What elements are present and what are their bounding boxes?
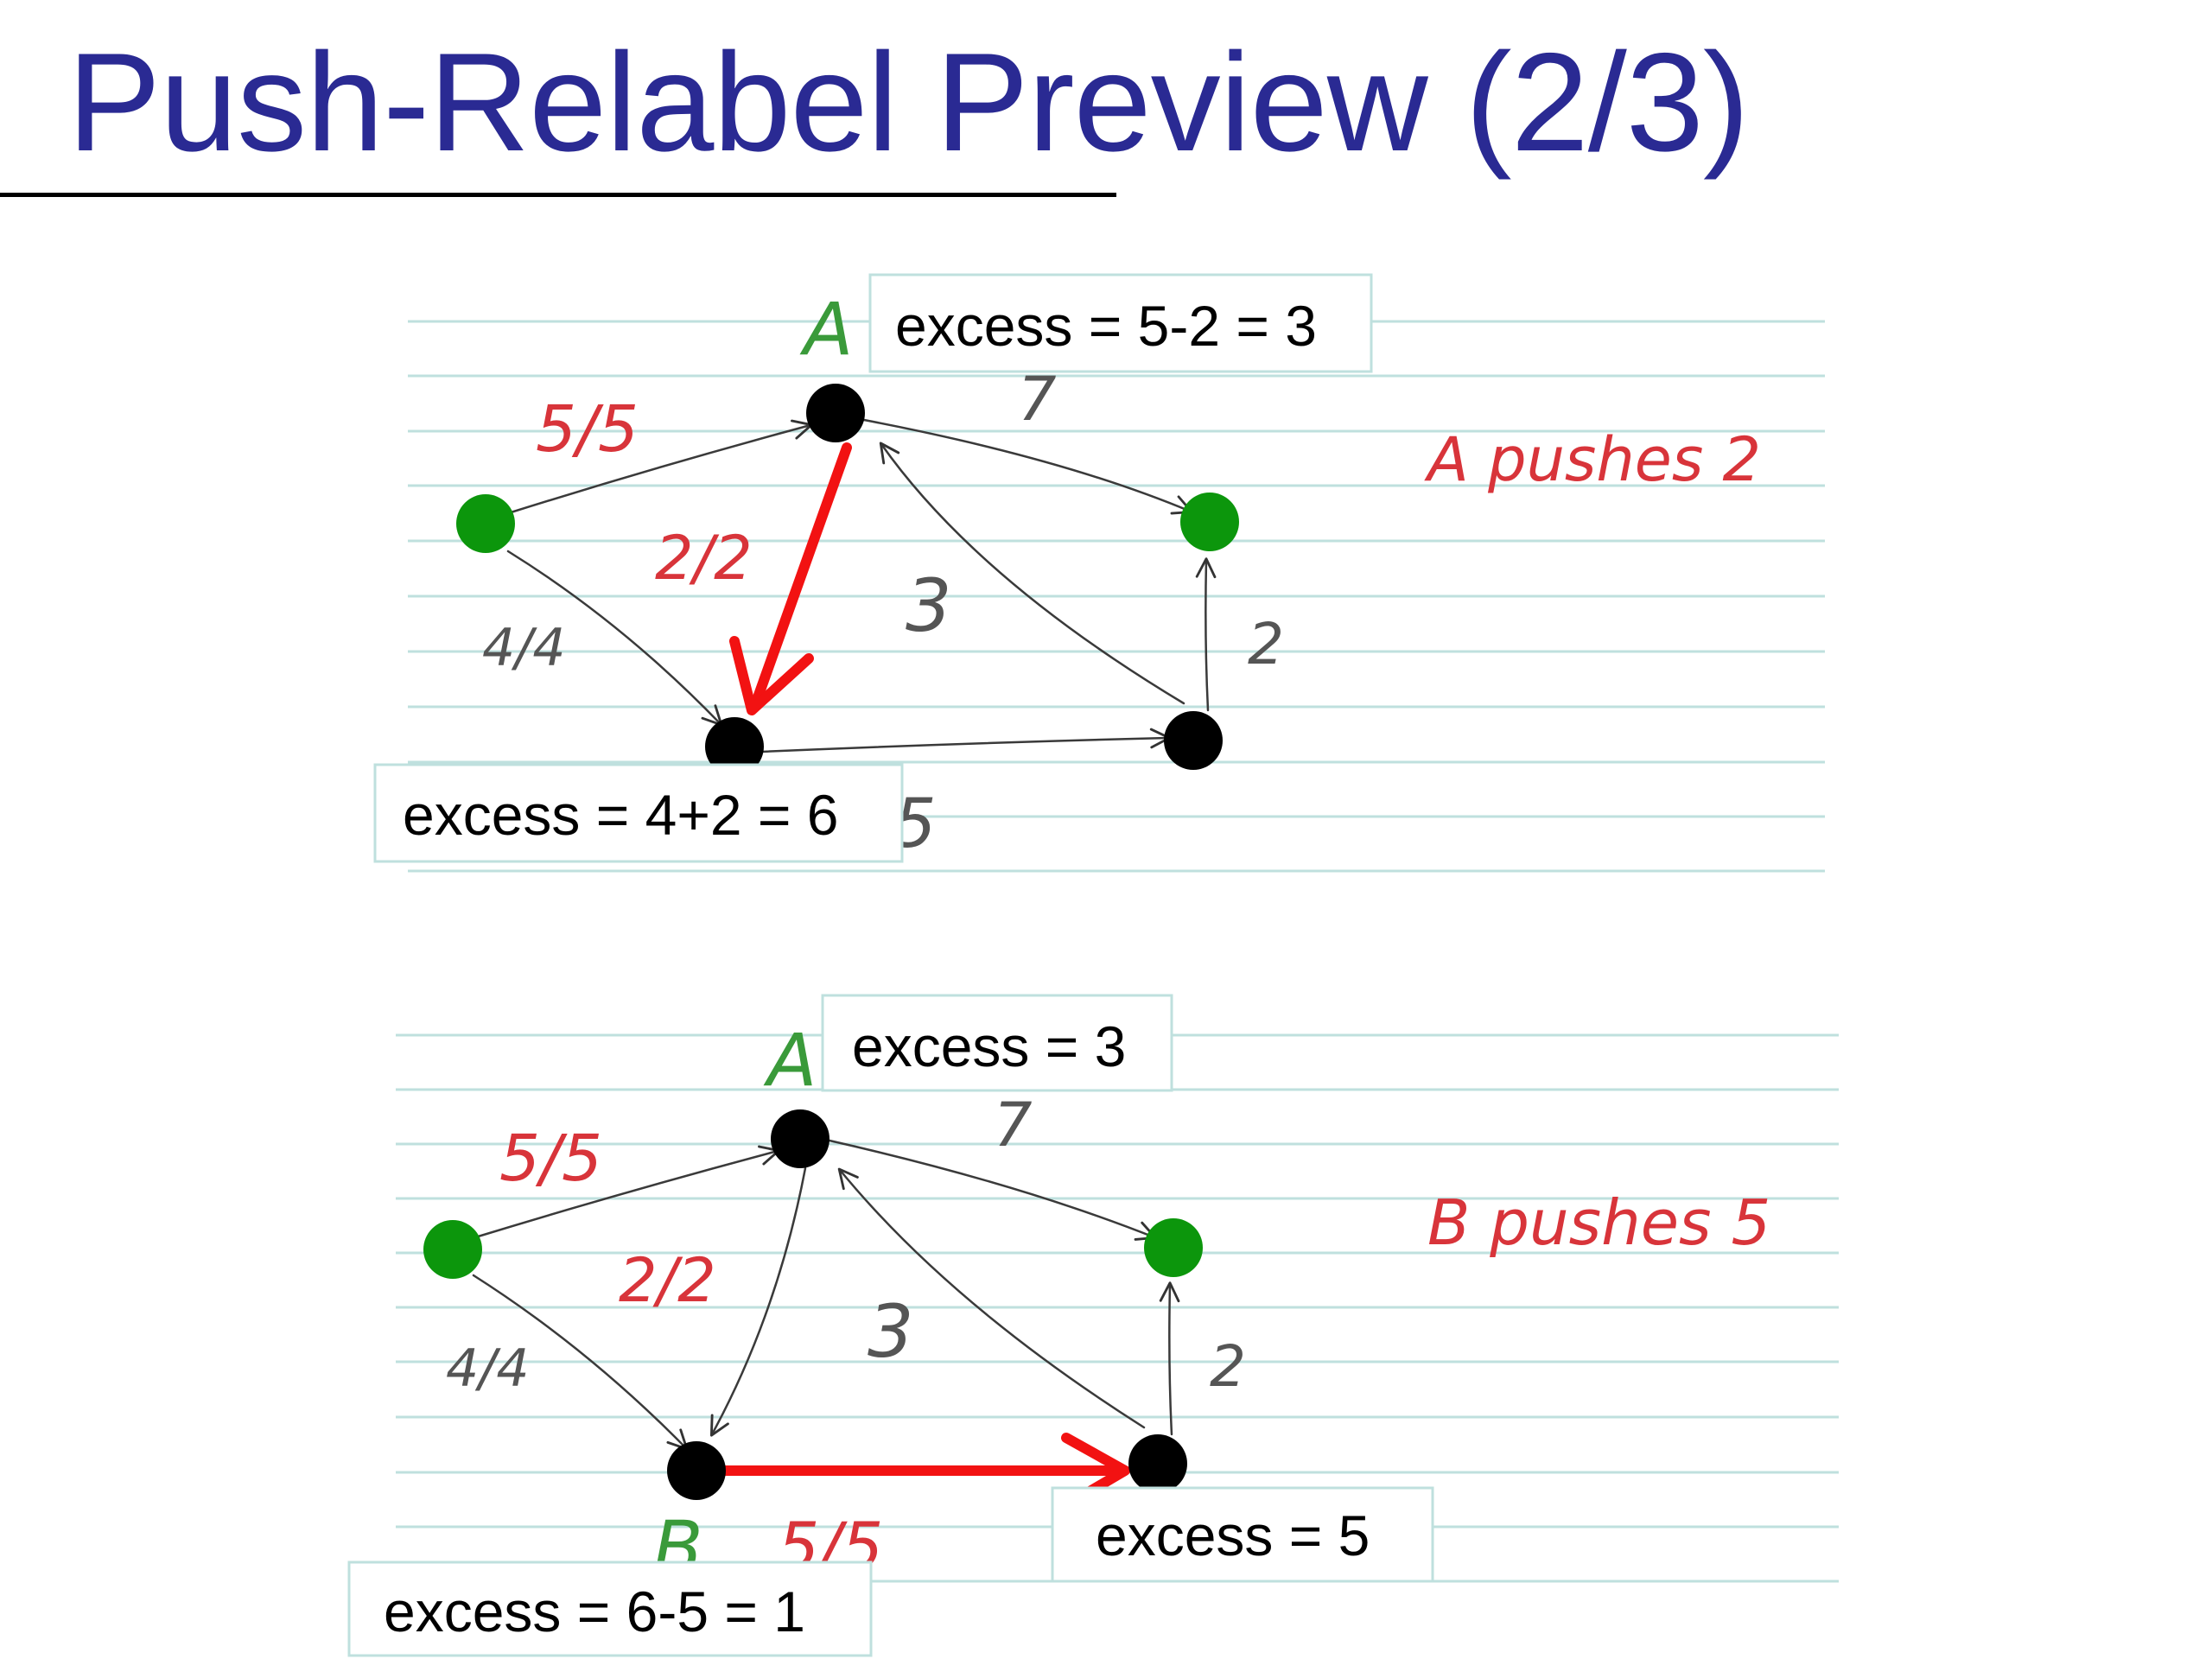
capacity-c-t: 2 bbox=[1248, 611, 1284, 677]
nodes-bottom bbox=[423, 1109, 1203, 1500]
edge-c-t-2 bbox=[1159, 1281, 1180, 1436]
panel-bottom: A B 5/5 2/2 4/4 7 3 2 5/5 B pushes 5 exc… bbox=[347, 994, 1839, 1657]
excess-a-text-2: excess = 3 bbox=[852, 1014, 1126, 1078]
node-sink-2 bbox=[1144, 1218, 1203, 1277]
note-a-pushes-2: A pushes 2 bbox=[1424, 424, 1761, 495]
edges-bottom bbox=[472, 1139, 1180, 1451]
edge-a-t-2 bbox=[828, 1139, 1157, 1241]
edge-s-a-2 bbox=[474, 1145, 780, 1239]
capacity-c-t-2: 2 bbox=[1210, 1333, 1246, 1400]
capacity-s-b: 4/4 bbox=[482, 618, 566, 678]
capacity-s-b-2: 4/4 bbox=[446, 1338, 530, 1399]
capacity-s-a-2: 5/5 bbox=[499, 1122, 602, 1196]
edge-s-b bbox=[506, 550, 723, 727]
capacity-c-a: 3 bbox=[906, 563, 951, 648]
edges-top bbox=[506, 418, 1217, 753]
capacity-a-t: 7 bbox=[1018, 364, 1057, 435]
slide-title: Push-Relabel Preview (2/3) bbox=[67, 24, 1750, 181]
edge-s-b-2 bbox=[472, 1274, 689, 1451]
excess-a-text: excess = 5-2 = 3 bbox=[895, 294, 1317, 358]
excess-box-a-top: excess = 5-2 = 3 bbox=[868, 273, 1373, 373]
excess-box-a-bottom: excess = 3 bbox=[821, 994, 1173, 1092]
edge-c-a bbox=[879, 442, 1185, 705]
capacity-c-a-2: 3 bbox=[868, 1289, 913, 1374]
edge-a-b-2 bbox=[709, 1166, 807, 1437]
note-b-pushes-5: B pushes 5 bbox=[1427, 1186, 1770, 1259]
node-a bbox=[806, 384, 865, 442]
push-arrow-a-b bbox=[729, 442, 852, 715]
node-sink bbox=[1180, 493, 1239, 551]
node-b-2 bbox=[667, 1441, 726, 1500]
excess-b-text-2: excess = 6-5 = 1 bbox=[384, 1580, 805, 1643]
node-a-2 bbox=[771, 1109, 830, 1168]
edge-a-t bbox=[862, 418, 1193, 515]
node-a-label: A bbox=[799, 287, 853, 372]
node-a-label-2: A bbox=[763, 1018, 817, 1103]
nodes-top bbox=[456, 384, 1239, 776]
excess-box-b-top: excess = 4+2 = 6 bbox=[373, 763, 904, 863]
node-c bbox=[1164, 711, 1223, 770]
node-b bbox=[705, 717, 764, 776]
capacity-a-b: 2/2 bbox=[655, 523, 753, 594]
excess-c-text: excess = 5 bbox=[1096, 1503, 1370, 1567]
edge-b-c bbox=[759, 728, 1171, 753]
edge-c-a-2 bbox=[837, 1167, 1146, 1429]
title-underline bbox=[0, 193, 1116, 197]
excess-b-text: excess = 4+2 = 6 bbox=[403, 783, 839, 847]
node-source-2 bbox=[423, 1220, 482, 1279]
excess-box-c-bottom: excess = 5 bbox=[1051, 1486, 1434, 1583]
capacity-a-t-2: 7 bbox=[994, 1090, 1033, 1160]
panel-top: A 5/5 2/2 4/4 7 3 2 5 A pushes 2 excess … bbox=[373, 273, 1825, 873]
node-c-2 bbox=[1128, 1434, 1187, 1493]
excess-box-b-bottom: excess = 6-5 = 1 bbox=[347, 1560, 873, 1657]
capacity-a-b-2: 2/2 bbox=[619, 1245, 716, 1316]
node-source bbox=[456, 494, 515, 553]
capacity-s-a: 5/5 bbox=[536, 392, 639, 467]
edge-s-a bbox=[506, 419, 813, 515]
edge-c-t bbox=[1195, 557, 1217, 712]
